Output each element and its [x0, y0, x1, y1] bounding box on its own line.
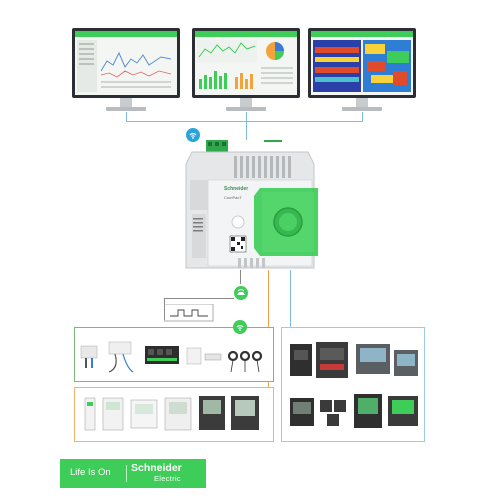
device-brand-label: Schneider — [224, 186, 249, 192]
io-wire-top — [164, 298, 234, 299]
wireless-sensors-illustration — [80, 341, 263, 373]
brand-tagline: Life Is On — [70, 467, 111, 478]
brand-logo-bar: Life Is On Schneider Electric — [60, 459, 206, 488]
wireless-sensor-icon — [237, 289, 245, 295]
gateway-device — [185, 140, 318, 269]
monitor-right — [308, 28, 416, 112]
wifi-badge-top — [186, 128, 200, 142]
modbus-meters-illustration — [84, 396, 259, 431]
device-product-label: ComPacT — [224, 195, 242, 200]
io-switch-diagram — [164, 304, 214, 322]
brand-divider — [126, 465, 127, 482]
lan-line-left — [126, 112, 127, 122]
ethernet-devices-illustration — [290, 342, 418, 428]
ethernet-devices-group — [281, 327, 425, 442]
brand-logo-name: Schneider — [131, 462, 182, 474]
dashboard-heatmap-screen — [311, 31, 413, 95]
wireless-feed-line — [240, 270, 241, 284]
brand-logo-sub: Electric — [154, 474, 181, 483]
lan-line-right — [362, 112, 363, 122]
wireless-devices-group — [74, 327, 274, 382]
dashboard-charts-screen — [195, 31, 297, 95]
io-wire-side — [164, 298, 165, 320]
monitor-center — [192, 28, 300, 112]
modbus-devices-group — [74, 387, 274, 442]
wifi-icon — [236, 325, 244, 331]
wifi-icon — [189, 133, 197, 139]
lan-bus — [126, 121, 363, 122]
lan-line-to-box — [290, 270, 291, 327]
wireless-badge-group — [233, 320, 247, 334]
monitor-left — [72, 28, 180, 112]
dashboard-table-screen — [75, 31, 177, 95]
lan-line-center — [246, 112, 247, 140]
wireless-badge-mid — [234, 286, 248, 300]
